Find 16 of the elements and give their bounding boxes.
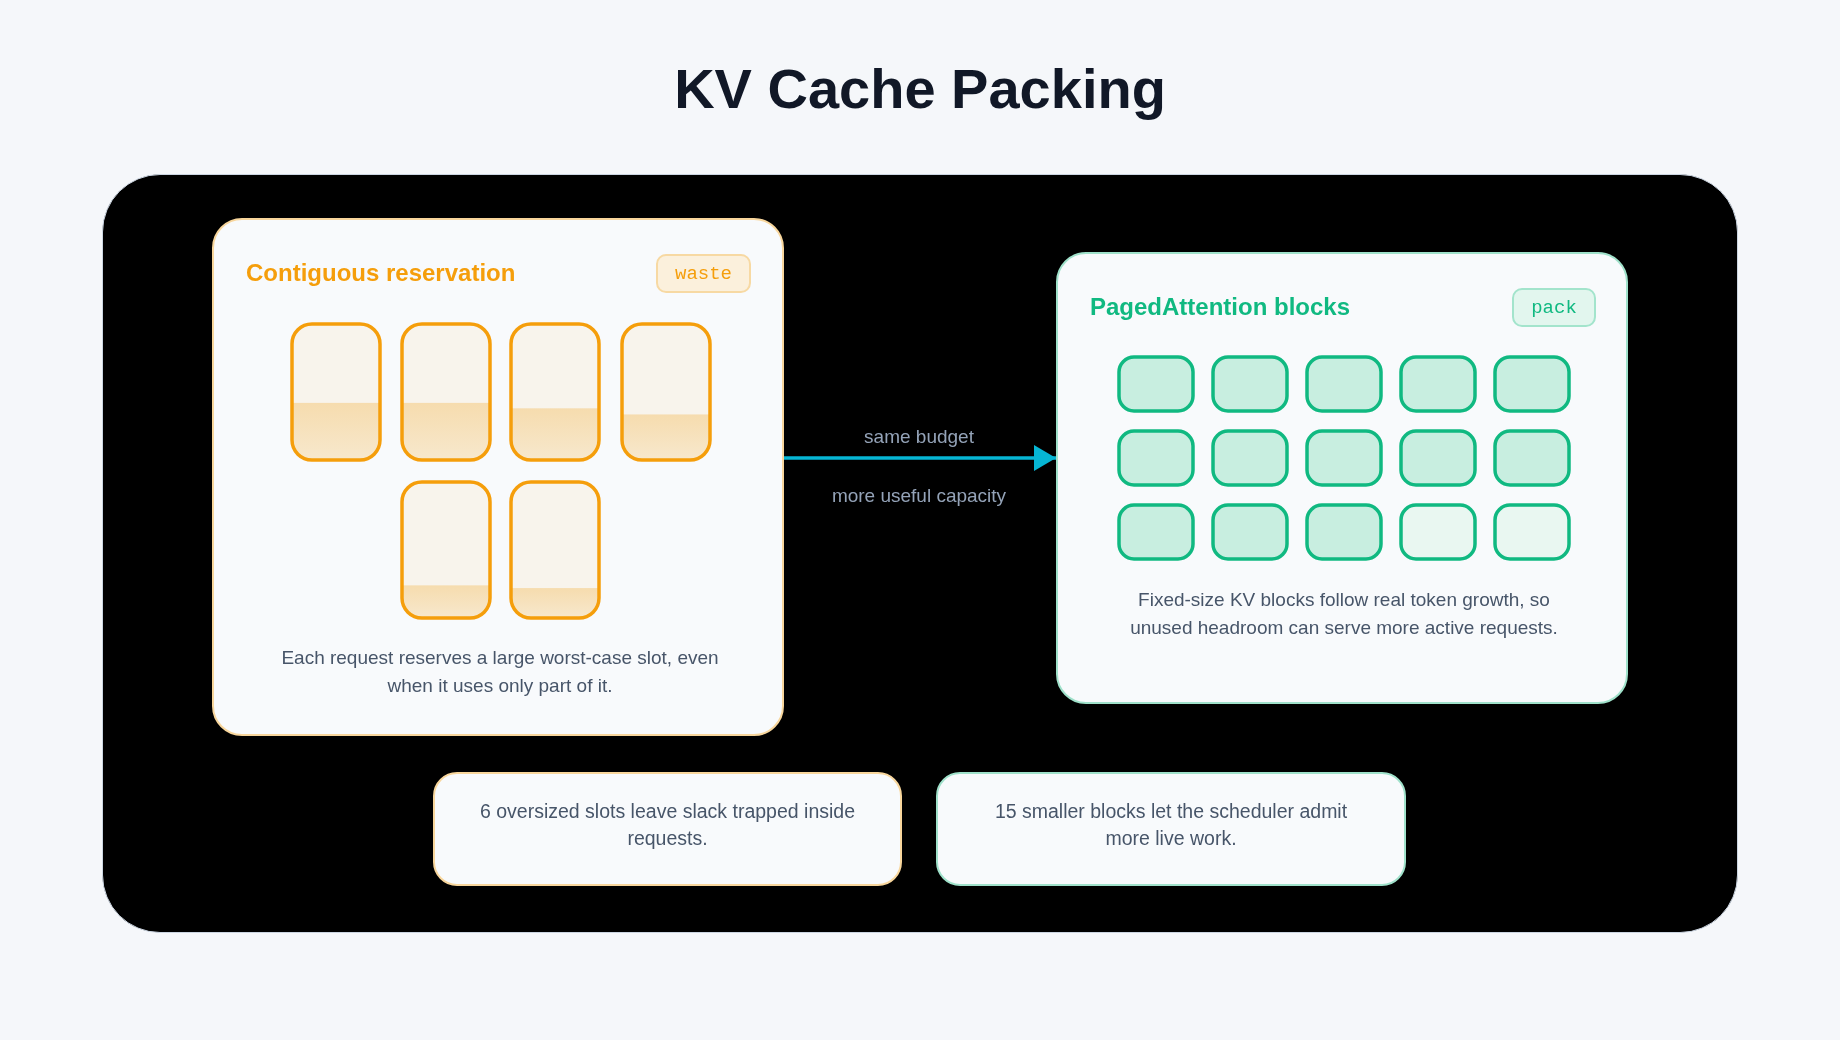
card-panel <box>212 218 784 736</box>
card-description: Each request reserves a large worst-case slot, even when it uses only part of it. <box>280 646 720 698</box>
arrow <box>784 445 1056 471</box>
summary-card <box>433 772 902 886</box>
card-heading: Contiguous reservation <box>246 259 516 287</box>
summary-text: 15 smaller blocks let the scheduler admit more live work. <box>993 799 1349 851</box>
card-heading: PagedAttention blocks <box>1090 293 1351 321</box>
summary-text: 6 oversized slots leave slack trapped inside requests. <box>478 799 856 851</box>
diagram-title: KV Cache Packing <box>674 56 1166 122</box>
summary-card <box>936 772 1406 886</box>
card-description: Fixed-size KV blocks follow real token growth, so unused headroom can serve more active requests. <box>1129 588 1559 640</box>
status-tag: waste <box>656 254 751 293</box>
edge-label: same budget <box>864 426 974 448</box>
edge-caption: more useful capacity <box>831 485 1007 507</box>
status-tag: pack <box>1512 288 1596 327</box>
card-panel <box>1056 252 1628 704</box>
